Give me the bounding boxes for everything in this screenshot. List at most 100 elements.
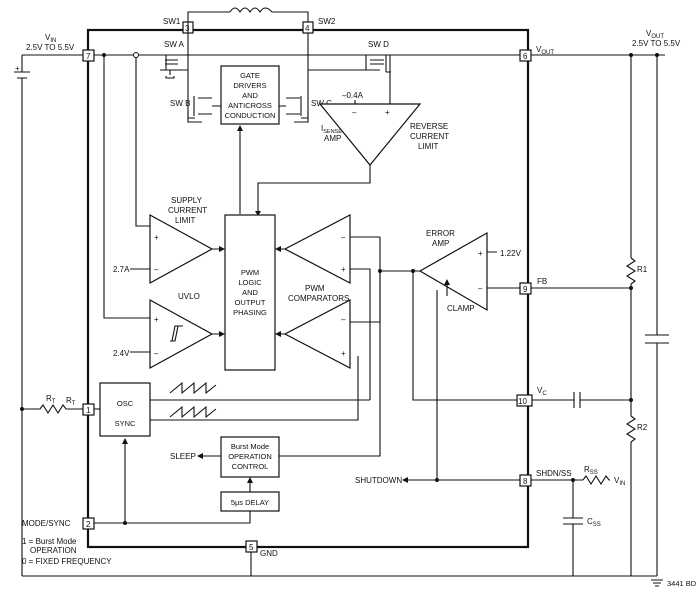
vout-range: 2.5V TO 5.5V (632, 39, 681, 48)
r1-resistor-icon (625, 257, 637, 285)
output-capacitor-icon (645, 55, 669, 576)
uvlo-label: UVLO (178, 292, 200, 301)
ramp-wire (350, 268, 371, 400)
pwm-line-2: LOGIC (238, 278, 262, 287)
isense-output-wire (257, 165, 371, 214)
mode-sync-label: MODE/SYNC (22, 519, 71, 528)
sw-d-channel (370, 59, 384, 65)
v24-label: 2.4V (113, 349, 130, 358)
error-amp-triangle (418, 231, 488, 312)
isense-minus: – (352, 108, 357, 117)
figure-id: 3441 BD (667, 579, 697, 588)
uvlo-sense-wire (103, 55, 150, 319)
burst-feedback-wire (279, 271, 381, 457)
ramp-signal-bottom-icon (169, 405, 217, 419)
rss-label: RSS (584, 465, 598, 476)
burst-line-1: Burst Mode (231, 442, 269, 451)
pwm-bot-minus: – (341, 315, 346, 324)
supply-limit-comparator (149, 213, 214, 285)
hysteresis-icon-2 (171, 325, 180, 342)
arrow-icon (275, 246, 281, 252)
pwm-top-minus: – (341, 233, 346, 242)
isense-plus: + (385, 108, 390, 117)
burst-mode-block (220, 436, 280, 478)
compensation-capacitor-icon (532, 392, 631, 408)
pwm-comparator-bottom (283, 299, 351, 369)
ground-wires (250, 552, 574, 576)
pwm-logic-block (224, 214, 276, 371)
ea-inputs (487, 251, 520, 289)
arrow-icon (122, 438, 128, 444)
vout-pin-label: VOUT (536, 45, 554, 56)
pin-4: 4 (305, 24, 310, 33)
supply-sense-wire (135, 57, 150, 227)
supply-line-1: SUPPLY (171, 196, 203, 205)
pin-9: 9 (523, 285, 528, 294)
pin-1: 1 (86, 406, 91, 415)
pwm-comparator-top (283, 214, 351, 284)
sync-label: SYNC (115, 419, 136, 428)
rev-line-3: LIMIT (418, 142, 439, 151)
pwm-top-plus: + (341, 265, 346, 274)
ea-minus: – (478, 284, 483, 293)
vout-label: VOUT (646, 29, 664, 40)
arrow-icon (275, 331, 281, 337)
delay-label: 5μs DELAY (231, 498, 269, 507)
pwm-line-1: PWM (241, 268, 259, 277)
sleep-label: SLEEP (170, 452, 196, 461)
pwm-line-3: AND (242, 288, 258, 297)
junction-dot (435, 478, 439, 482)
mode-note-3: 0 = FIXED FREQUENCY (22, 557, 112, 566)
sw-b-source (187, 112, 202, 123)
ramp-wires (150, 356, 370, 421)
pwm-line-4: OUTPUT (235, 298, 266, 307)
inductor-icon (229, 7, 273, 14)
r2-resistor-icon (625, 415, 637, 443)
mode-note-2: OPERATION (30, 546, 77, 555)
arrow-icon (444, 279, 450, 285)
arrow-icon (197, 453, 203, 459)
supply-minus: – (154, 265, 159, 274)
shdn-label: SHDN/SS (536, 469, 572, 478)
isense-amp-triangle (318, 103, 422, 166)
sw-d-mosfet-icon (360, 54, 391, 73)
rev-line-2: CURRENT (410, 132, 449, 141)
rt-resistor-icon (22, 403, 83, 415)
pin-8: 8 (523, 477, 528, 486)
gate-line-3: AND (242, 91, 258, 100)
sw2-node-wire (307, 33, 360, 71)
v122-label: 1.22V (500, 249, 522, 258)
gate-drivers-block (220, 65, 280, 125)
sense-node-icon (133, 52, 139, 58)
pin-5-box (245, 540, 258, 553)
uvlo-minus: – (154, 349, 159, 358)
vin-range: 2.5V TO 5.5V (26, 43, 75, 52)
fb-label: FB (537, 277, 547, 286)
supply-line-2: CURRENT (168, 206, 207, 215)
pin-10: 10 (518, 397, 527, 406)
supply-line-3: LIMIT (175, 216, 196, 225)
vc-label: VC (537, 386, 547, 397)
rev-line-1: REVERSE (410, 122, 448, 131)
pwm-comp-outputs (276, 248, 285, 335)
pin-7: 7 (86, 52, 91, 61)
error-amp-2: AMP (432, 239, 449, 248)
sw1-label: SW1 (163, 17, 181, 26)
sw-c-mosfet-icon (286, 70, 309, 119)
pwm-comp-minus-wires (350, 236, 381, 323)
shutdown-label: SHUTDOWN (355, 476, 402, 485)
gate-line-2: DRIVERS (233, 81, 266, 90)
osc-block (99, 382, 151, 437)
error-amp-1: ERROR (426, 229, 455, 238)
gate-line-5: CONDUCTION (225, 111, 276, 120)
inductor-wire (187, 11, 309, 22)
vin-label: VIN (45, 33, 56, 44)
uvlo-plus: + (154, 315, 159, 324)
arrow-icon (402, 477, 408, 483)
burst-line-2: OPERATION (228, 452, 272, 461)
pwm-comp-label-2: COMPARATORS (288, 294, 349, 303)
osc-label: OSC (117, 399, 134, 408)
gnd-label: GND (260, 549, 278, 558)
vin-right-label: VIN (614, 476, 625, 487)
